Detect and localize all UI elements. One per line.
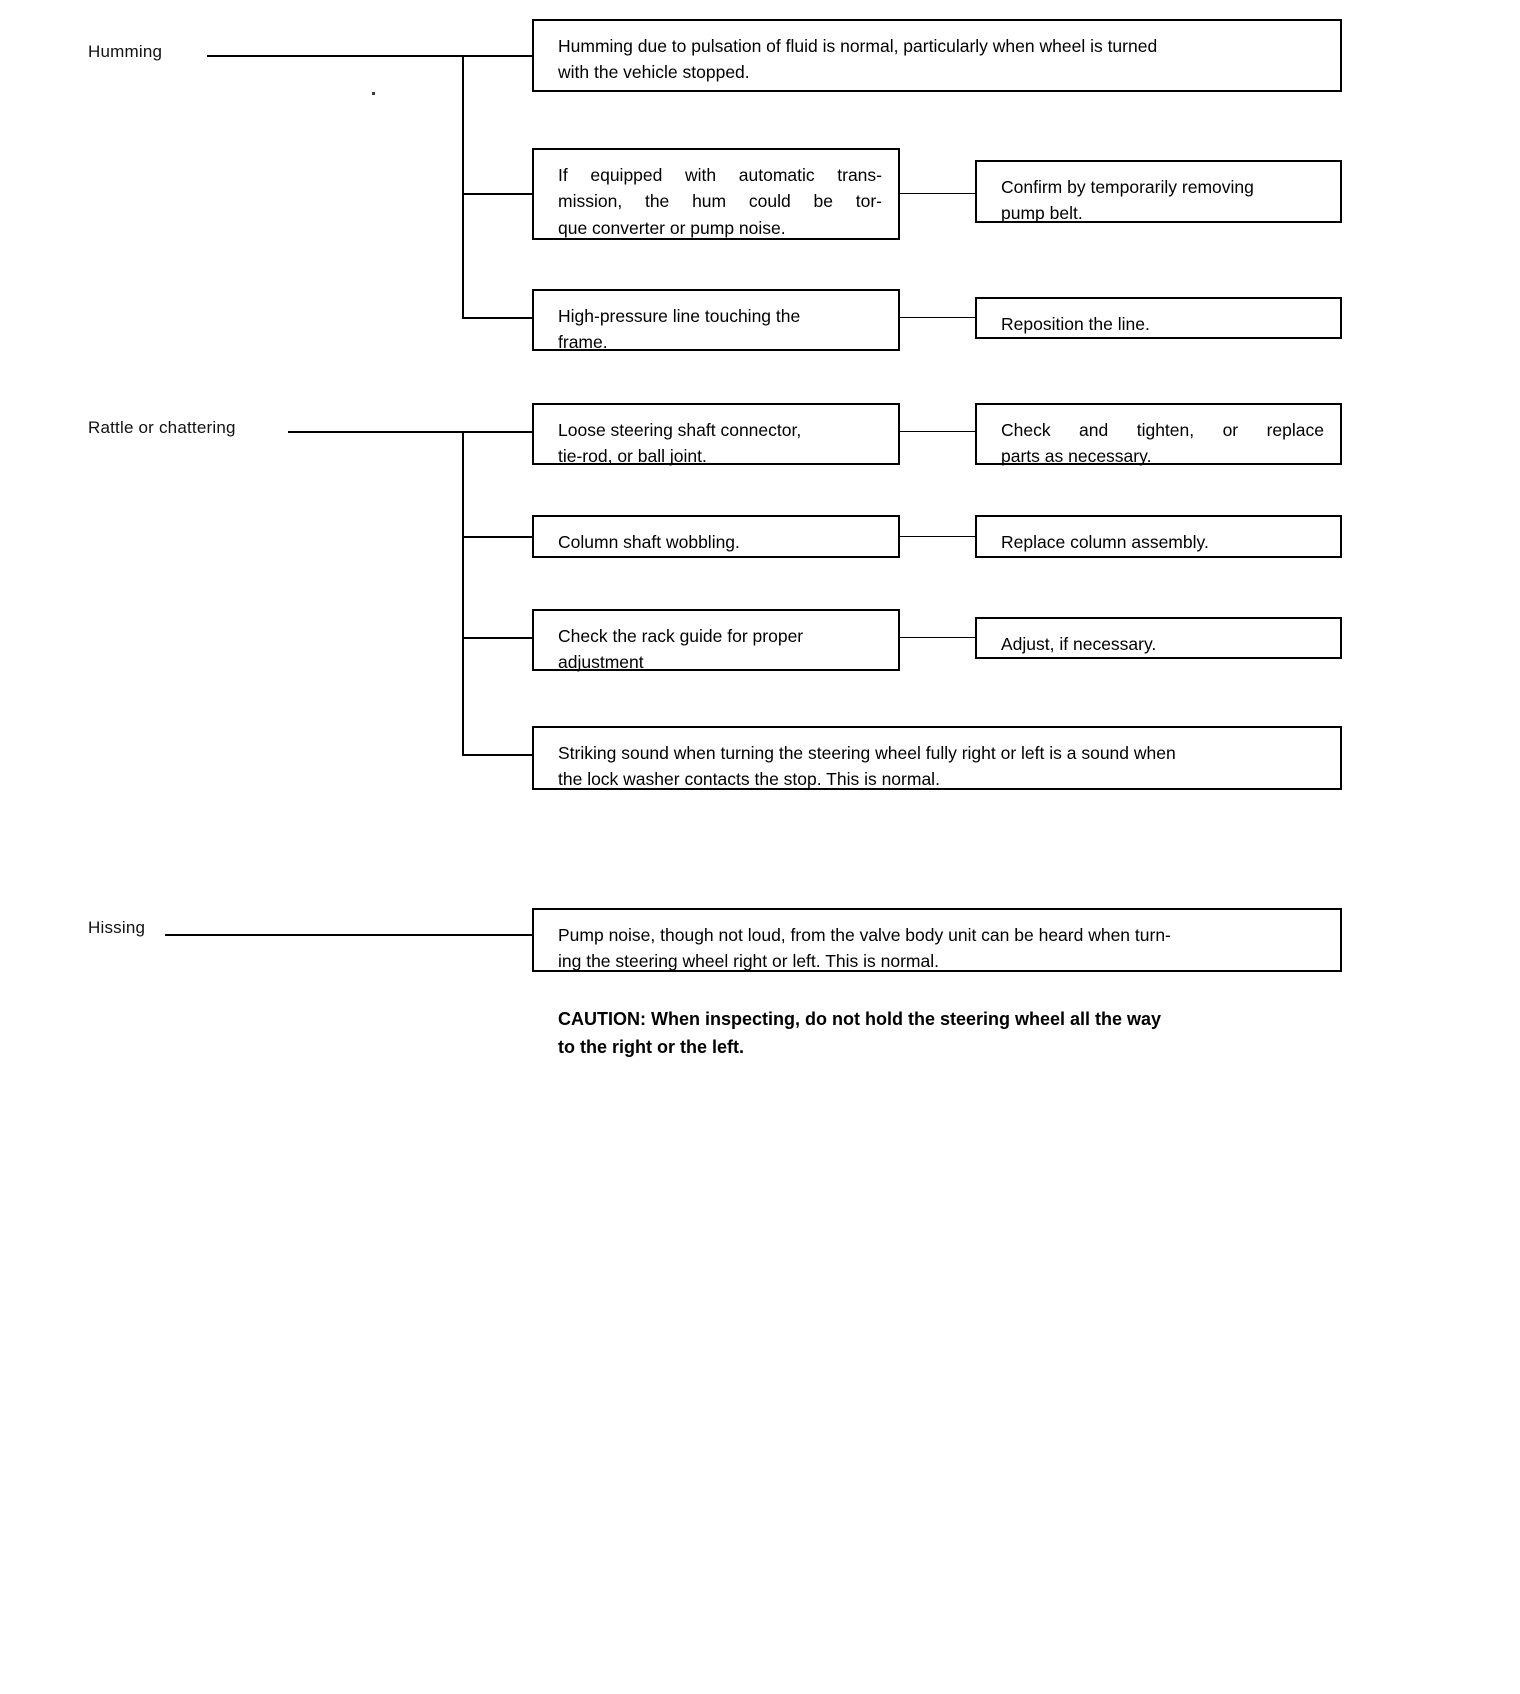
node-line: Check the rack guide for proper [558,626,804,646]
node-humming-normal: Humming due to pulsation of fluid is nor… [532,19,1342,92]
node-hissing-pump-noise: Pump noise, though not loud, from the va… [532,908,1342,972]
connector-humming-row2 [462,193,532,195]
connector-humming-trunk [462,55,464,317]
node-line: pump belt. [1001,203,1083,224]
node-rattle-column-wobble: Column shaft wobbling. [532,515,900,558]
node-remedy-adjust: Adjust, if necessary. [975,617,1342,659]
connector-hissing-stem [165,934,532,936]
caution-note: CAUTION: When inspecting, do not hold th… [558,1006,1161,1062]
connector-humming-row3 [462,317,532,319]
node-line: Humming due to pulsation of fluid is nor… [558,36,1158,56]
symptom-label-rattle: Rattle or chattering [88,418,236,437]
node-remedy-confirm-pump-belt: Confirm by temporarily removing pump bel… [975,160,1342,223]
node-line: If equipped with automatic trans- [558,165,882,185]
node-line: Column shaft wobbling. [558,532,740,552]
connector-humming-stem [207,55,532,57]
node-humming-torque-converter: If equipped with automatic trans- missio… [532,148,900,240]
node-line: que converter or pump noise. [558,217,786,238]
node-line: with the vehicle stopped. [558,62,750,83]
caution-line: to the right or the left. [558,1036,744,1057]
node-line: Striking sound when turning the steering… [558,743,1176,763]
connector-rattle-row1-remedy [900,431,975,432]
node-rattle-striking-sound: Striking sound when turning the steering… [532,726,1342,790]
node-rattle-rack-guide: Check the rack guide for proper adjustme… [532,609,900,672]
node-line: the lock washer contacts the stop. This … [558,769,940,790]
symptom-label-humming: Humming [88,42,163,61]
node-remedy-check-tighten: Check and tighten, or replace parts as n… [975,403,1342,466]
node-line: mission, the hum could be tor- [558,191,882,212]
node-line: adjustment [558,652,644,673]
node-humming-high-pressure-line: High-pressure line touching the frame. [532,289,900,352]
node-line: ing the steering wheel right or left. Th… [558,951,939,972]
node-line: Check and tighten, or replace [1001,420,1324,440]
node-line: Confirm by temporarily removing [1001,177,1254,197]
node-remedy-reposition-line: Reposition the line. [975,297,1342,339]
caution-line: CAUTION: When inspecting, do not hold th… [558,1009,1162,1029]
connector-rattle-row4 [462,754,532,756]
node-rattle-loose-connector: Loose steering shaft connector, tie-rod,… [532,403,900,466]
scan-speck [372,92,375,95]
connector-humming-row3-remedy [900,317,975,318]
connector-rattle-stem [288,431,532,433]
node-line: High-pressure line touching the [558,306,801,326]
connector-rattle-row2-remedy [900,536,975,537]
connector-rattle-row3-remedy [900,637,975,638]
connector-rattle-row3 [462,637,532,639]
node-remedy-replace-column: Replace column assembly. [975,515,1342,558]
node-line: Pump noise, though not loud, from the va… [558,925,1171,945]
node-line: frame. [558,332,608,353]
node-line: tie-rod, or ball joint. [558,446,707,467]
connector-rattle-trunk [462,431,464,754]
node-line: Loose steering shaft connector, [558,420,802,440]
symptom-label-hissing: Hissing [88,918,146,937]
node-line: Reposition the line. [1001,314,1150,334]
node-line: parts as necessary. [1001,446,1152,467]
node-line: Replace column assembly. [1001,532,1209,552]
connector-humming-row2-remedy [900,193,975,194]
connector-rattle-row2 [462,536,532,538]
node-line: Adjust, if necessary. [1001,634,1157,654]
